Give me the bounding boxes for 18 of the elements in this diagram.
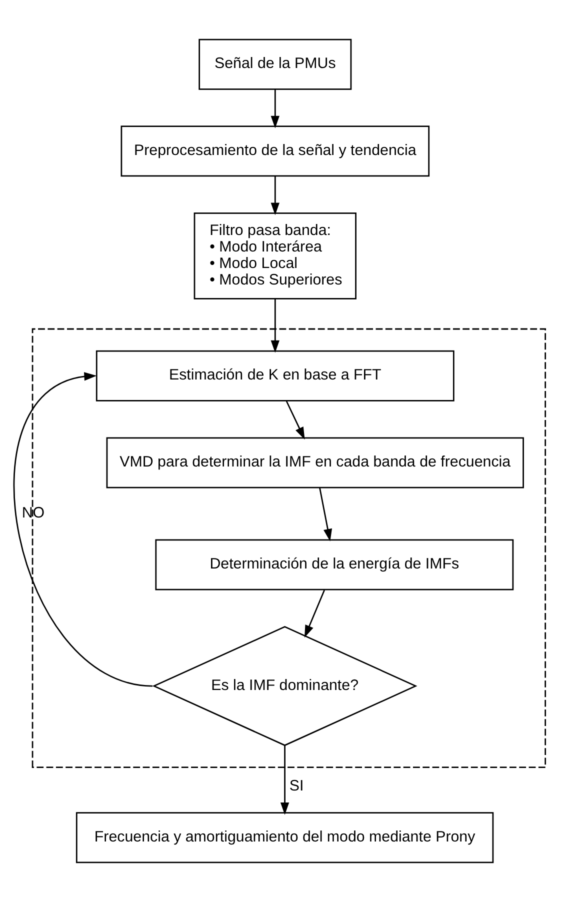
node-diamond: Es la IMF dominante? — [152, 626, 418, 746]
node-box: VMD para determinar la IMF en cada banda de frecuencia — [106, 437, 524, 488]
arrow — [270, 176, 280, 216]
arrow — [14, 372, 153, 687]
node-box: Determinación de la energía de IMFs — [155, 539, 514, 590]
arrow — [280, 745, 290, 815]
edge-label: NO — [22, 504, 45, 522]
arrow — [286, 400, 305, 440]
arrow — [270, 90, 280, 128]
arrow — [270, 298, 280, 353]
node-box: Frecuencia y amortiguamiento del modo mediante Prony — [76, 812, 494, 864]
node-box: Señal de la PMUs — [198, 38, 352, 90]
node-box: Preprocesamiento de la señal y tendencia — [120, 126, 430, 177]
arrow — [319, 487, 332, 542]
node-box: Filtro pasa banda: • Modo Interárea • Modo Local • Modos Superiores — [194, 212, 356, 300]
arrow — [304, 590, 326, 638]
edge-label: SI — [289, 778, 304, 795]
node-box: Estimación de K en base a FFT — [96, 350, 454, 402]
